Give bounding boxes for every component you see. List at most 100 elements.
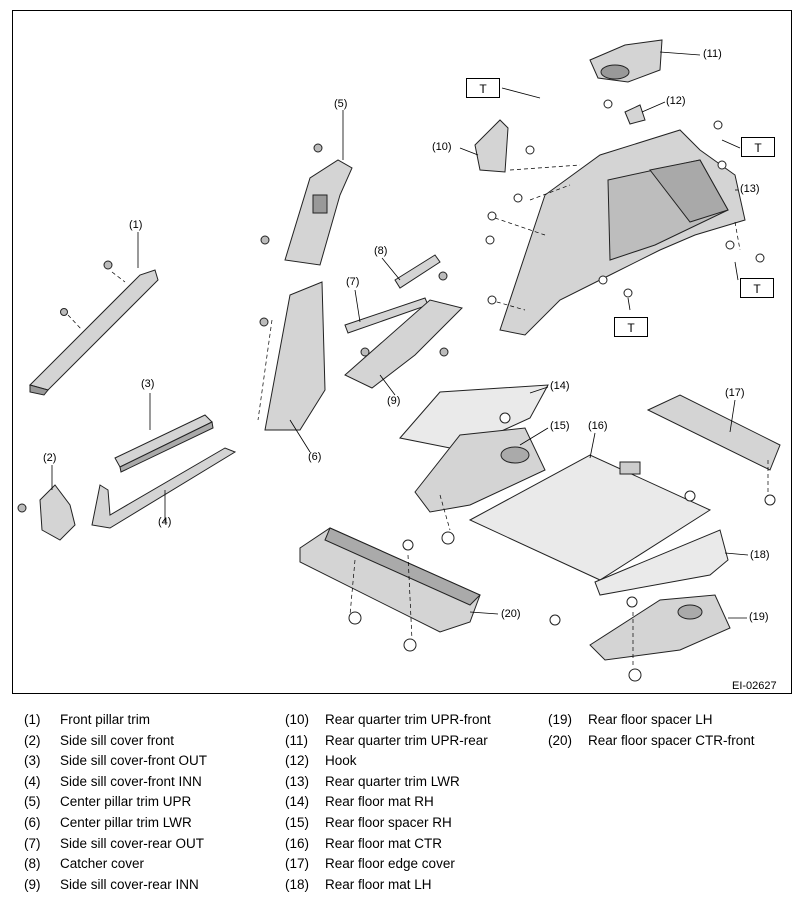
part-front-pillar-trim [29, 260, 159, 396]
legend-part-name: Rear floor edge cover [325, 856, 455, 872]
legend-item: (7) Side sill cover-rear OUT [24, 836, 207, 857]
part-rear-floor-edge-cover [646, 394, 781, 471]
legend-number: (2) [24, 732, 41, 748]
part-side-sill-cover-rear-inn [344, 299, 463, 389]
tool-marker-1: T [466, 78, 500, 98]
legend-number: (15) [285, 814, 310, 830]
legend-part-name: Rear quarter trim UPR-front [325, 712, 491, 727]
part-catcher-cover [394, 254, 448, 289]
legend-item: (17) Rear floor edge cover [285, 856, 491, 877]
callout-1: (1) [129, 219, 143, 231]
part-rear-floor-spacer-rh [414, 427, 546, 513]
part-rear-quarter-trim-lwr [499, 129, 746, 336]
part-side-sill-cover-front-out [114, 414, 214, 473]
callout-4: (4) [158, 516, 172, 528]
legend-item: (12) Hook [285, 753, 491, 774]
callout-12: (12) [666, 95, 686, 107]
legend-part-name: Rear floor mat LH [325, 876, 432, 892]
part-rear-floor-mat-ctr [468, 454, 712, 581]
callout-15: (15) [550, 420, 570, 432]
legend-part-name: Rear floor spacer RH [325, 814, 452, 830]
legend-part-name: Catcher cover [60, 856, 145, 872]
legend-part-name: Rear quarter trim LWR [325, 773, 460, 789]
legend-item: (10) Rear quarter trim UPR-front [285, 712, 491, 733]
legend-item: (20) Rear floor spacer CTR-front [548, 733, 755, 754]
legend-number: (6) [24, 814, 41, 830]
callout-7: (7) [346, 276, 360, 288]
figure-id: EI-02627 [732, 680, 777, 692]
legend-item: (13) Rear quarter trim LWR [285, 774, 491, 795]
callout-13: (13) [740, 183, 760, 195]
legend-number: (16) [285, 835, 310, 851]
legend-column-2: (10) Rear quarter trim UPR-front (11) Rear… [285, 712, 491, 897]
legend-part-name: Center pillar trim UPR [60, 794, 192, 810]
legend-number: (8) [24, 856, 41, 872]
part-side-sill-cover-front [17, 484, 76, 541]
exploded-parts-diagram [17, 39, 781, 682]
legend-part-name: Rear quarter trim UPR-rear [325, 732, 488, 748]
legend-part-name: Side sill cover-front INN [60, 773, 202, 789]
part-hook [624, 104, 646, 125]
legend-number: (19) [548, 712, 573, 727]
callout-6: (6) [308, 451, 322, 463]
legend-number: (10) [285, 712, 310, 727]
legend-item: (2) Side sill cover front [24, 733, 207, 754]
callout-9: (9) [387, 395, 401, 407]
legend-part-name: Hook [325, 753, 357, 769]
legend-number: (11) [285, 732, 309, 748]
legend-item: (9) Side sill cover-rear INN [24, 877, 207, 898]
assembly-lines [67, 164, 769, 665]
tool-marker-2: T [741, 137, 775, 157]
part-rear-quarter-trim-upr-rear [589, 39, 663, 83]
part-rear-floor-spacer-ctr-front [299, 527, 481, 633]
legend-item: (14) Rear floor mat RH [285, 794, 491, 815]
callout-11: (11) [703, 48, 722, 60]
legend-column-1: (1)Front pillar trim (2) Side sill cover … [24, 712, 207, 897]
part-side-sill-cover-front-inn [91, 447, 237, 529]
legend-part-name: Rear floor mat CTR [325, 835, 443, 851]
legend-item: (3) Side sill cover-front OUT [24, 753, 207, 774]
legend-item: (4) Side sill cover-front INN [24, 774, 207, 795]
callout-14: (14) [550, 380, 570, 392]
legend-item: (8) Catcher cover [24, 856, 207, 877]
diagram-frame [12, 10, 792, 694]
tool-marker-3: T [740, 278, 774, 298]
legend-number: (20) [548, 732, 573, 748]
legend-part-name: Side sill cover front [60, 732, 175, 748]
legend-part-name: Side sill cover-rear INN [60, 876, 199, 892]
legend-number: (13) [285, 773, 310, 789]
callout-19: (19) [749, 611, 769, 623]
legend-item: (19)Rear floor spacer LH [548, 712, 755, 733]
legend-part-name: Center pillar trim LWR [60, 814, 192, 830]
legend-number: (12) [285, 753, 310, 769]
tool-marker-4: T [614, 317, 648, 337]
callout-2: (2) [43, 452, 57, 464]
callout-20: (20) [501, 608, 521, 620]
legend-part-name: Side sill cover-front OUT [60, 753, 208, 769]
legend-number: (17) [285, 856, 310, 872]
legend-number: (3) [24, 753, 41, 769]
legend-number: (5) [24, 794, 41, 810]
legend-number: (7) [24, 835, 41, 851]
legend-part-name: Rear floor mat RH [325, 794, 434, 810]
leader-lines [51, 51, 749, 619]
legend-item: (6) Center pillar trim LWR [24, 815, 207, 836]
legend-item: (16) Rear floor mat CTR [285, 836, 491, 857]
legend-number: (14) [285, 794, 310, 810]
callout-16: (16) [588, 420, 608, 432]
legend-number: (9) [24, 876, 41, 892]
legend-part-name: Front pillar trim [60, 712, 151, 727]
legend-number: (18) [285, 876, 310, 892]
part-rear-quarter-trim-upr-front [474, 119, 509, 173]
legend-item: (1)Front pillar trim [24, 712, 207, 733]
legend-part-name: Rear floor spacer CTR-front [588, 732, 755, 748]
callout-8: (8) [374, 245, 388, 257]
legend-number: (4) [24, 773, 41, 789]
legend-item: (11) Rear quarter trim UPR-rear [285, 733, 491, 754]
callout-3: (3) [141, 378, 155, 390]
legend-part-name: Side sill cover-rear OUT [60, 835, 205, 851]
part-center-pillar-trim-upr [260, 143, 353, 266]
legend-column-3: (19)Rear floor spacer LH (20) Rear floor … [548, 712, 755, 753]
fasteners [348, 99, 776, 682]
legend-item: (15) Rear floor spacer RH [285, 815, 491, 836]
